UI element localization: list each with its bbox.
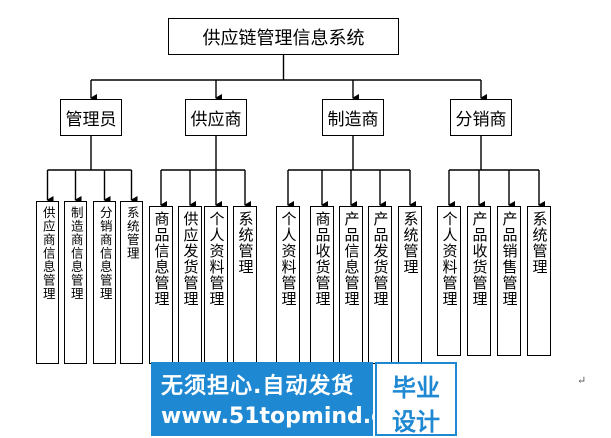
leaf-node-3-1: 个人资料管理 bbox=[276, 206, 300, 364]
watermark-badge-line1: 毕业 bbox=[392, 374, 440, 402]
leaf-node-1-4: 系统管理 bbox=[120, 201, 143, 364]
leaf-node-2-2: 供应发货管理 bbox=[178, 206, 202, 364]
leaf-node-4-3: 产品销售管理 bbox=[497, 206, 521, 356]
leaf-node-2-4: 系统管理 bbox=[233, 206, 257, 364]
leaf-node-1-1: 供应商信息管理 bbox=[36, 201, 59, 364]
root-node: 供应链管理信息系统 bbox=[168, 18, 399, 55]
leaf-node-4-4: 系统管理 bbox=[527, 206, 551, 356]
group-node-3: 制造商 bbox=[322, 99, 384, 136]
leaf-node-3-3: 产品信息管理 bbox=[339, 206, 363, 364]
leaf-node-4-2: 产品收货管理 bbox=[467, 206, 491, 356]
watermark-badge-line2: 设计 bbox=[392, 408, 440, 436]
leaf-node-1-2: 制造商信息管理 bbox=[64, 201, 87, 364]
return-mark: ↵ bbox=[577, 374, 587, 387]
leaf-node-3-5: 系统管理 bbox=[398, 206, 422, 364]
watermark-badge: 毕业 设计 bbox=[375, 362, 457, 436]
leaf-node-2-1: 商品信息管理 bbox=[149, 206, 173, 364]
watermark-slogan: 无须担心.自动发货 bbox=[161, 374, 355, 399]
group-node-4: 分销商 bbox=[450, 99, 512, 136]
group-node-2: 供应商 bbox=[185, 99, 247, 136]
leaf-node-2-3: 个人资料管理 bbox=[204, 206, 228, 364]
leaf-node-4-1: 个人资料管理 bbox=[437, 206, 461, 356]
group-node-1: 管理员 bbox=[60, 99, 122, 136]
leaf-node-1-3: 分销商信息管理 bbox=[93, 201, 116, 364]
leaf-node-3-2: 商品收货管理 bbox=[310, 206, 334, 364]
leaf-node-3-4: 产品发货管理 bbox=[368, 206, 392, 364]
watermark-banner: 无须担心.自动发货 www.51topmind.com bbox=[151, 362, 422, 436]
